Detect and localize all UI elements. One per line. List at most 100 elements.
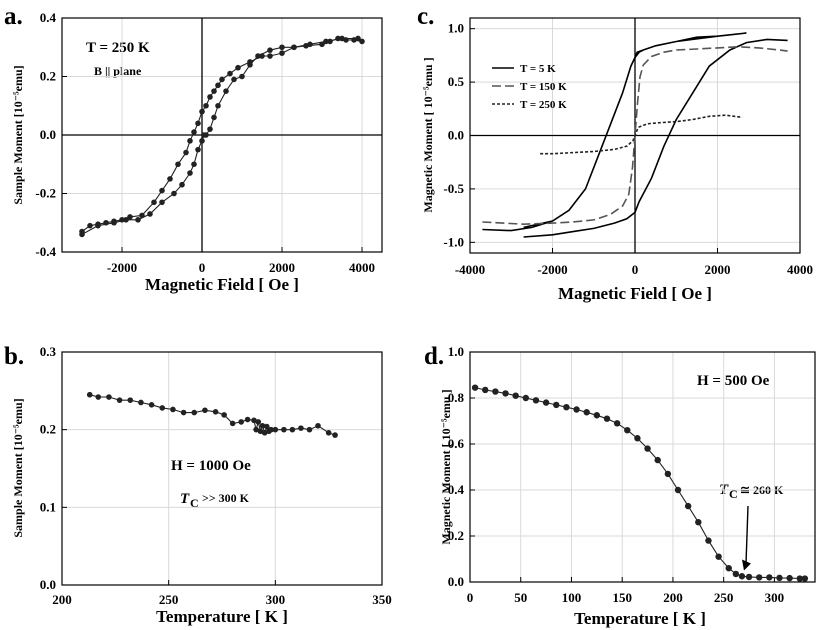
panel-a-field-orientation-annotation: B || plane bbox=[94, 64, 142, 78]
panel-d-plot-frame bbox=[469, 351, 816, 583]
panel-d-series-0-point bbox=[745, 573, 753, 581]
panel-b-x-tick-label: 300 bbox=[266, 592, 286, 607]
panel-d-x-tick-label: 50 bbox=[514, 590, 527, 605]
panel-a-temperature-annotation: T = 250 K bbox=[86, 40, 150, 56]
panel-d-series-0-point bbox=[695, 519, 702, 526]
panel-c-x-tick-label: 2000 bbox=[705, 262, 731, 277]
panel-c-legend-label-0: T = 5 K bbox=[520, 63, 556, 75]
panel-a-series-1-point bbox=[231, 76, 237, 83]
panel-a-series-1-point bbox=[123, 217, 129, 223]
panel-d-label: d. bbox=[424, 343, 444, 370]
panel-a-series-0-point bbox=[199, 108, 205, 115]
panel-c-x-tick-label: -2000 bbox=[537, 262, 567, 277]
panel-b-series-0-point bbox=[106, 394, 112, 400]
panel-b-series-0-point bbox=[127, 397, 134, 403]
panel-d-series-0-point bbox=[613, 420, 621, 427]
panel-d-series-0-point bbox=[674, 486, 682, 494]
panel-a-series-1-point bbox=[195, 146, 201, 153]
panel-a-series-1-point bbox=[291, 44, 297, 51]
panel-d-arrow-shaft bbox=[745, 505, 749, 565]
panel-a-series-1-point bbox=[247, 62, 253, 68]
panel-b-series-0-point bbox=[138, 399, 144, 406]
panel-d-series-0-point bbox=[492, 388, 499, 395]
panel-b-series-0-point bbox=[264, 423, 270, 430]
panel-a-y-tick-label: 0.4 bbox=[40, 10, 57, 25]
panel-d-field-annotation: H = 500 Oe bbox=[697, 373, 770, 389]
panel-d-series-0-point bbox=[603, 415, 611, 422]
panel-a-series-0-point bbox=[219, 76, 225, 83]
panel-d-series-0-point bbox=[786, 574, 793, 582]
panel-c-legend-label-2: T = 250 K bbox=[520, 99, 567, 111]
panel-b-tc-subscript: C bbox=[190, 496, 199, 510]
panel-c-y-tick-label: -1.0 bbox=[443, 234, 464, 249]
panel-a-y-tick-label: -0.2 bbox=[35, 186, 56, 201]
panel-a-series-1-point bbox=[95, 222, 101, 229]
panel-d-x-axis-label: Temperature [ K ] bbox=[574, 609, 706, 628]
panel-d-series-0-point bbox=[664, 470, 672, 478]
panel-d-series-0-point bbox=[593, 412, 601, 419]
panel-a-series-0-point bbox=[187, 138, 193, 144]
panel-a-series-1-point bbox=[111, 219, 117, 226]
panel-d-series-0-point bbox=[755, 574, 763, 581]
panel-d-y-tick-label: 0.8 bbox=[448, 390, 465, 405]
panel-c-y-tick-label: 0.0 bbox=[448, 128, 464, 143]
panel-a-series-0-point bbox=[175, 161, 181, 168]
panel-a-series-0-point bbox=[159, 187, 165, 194]
panel-c-y-tick-label: -0.5 bbox=[443, 181, 464, 196]
panel-d-series-0-point bbox=[482, 386, 489, 394]
panel-b-label: b. bbox=[4, 343, 24, 370]
panel-d-series-0-point bbox=[522, 394, 530, 402]
panel-a-series-1-point bbox=[267, 47, 273, 53]
panel-a-series-1-point bbox=[191, 161, 197, 168]
panel-a-y-tick-label: 0.0 bbox=[40, 127, 56, 142]
panel-a-series-1-point bbox=[211, 114, 217, 121]
panel-b-series-0-point bbox=[229, 420, 236, 427]
panel-b-y-tick-label: 0.3 bbox=[40, 344, 57, 359]
panel-a-series-1-point bbox=[307, 41, 313, 48]
panel-a-series-0-point bbox=[167, 176, 173, 182]
panel-b-series-0-point bbox=[255, 419, 262, 425]
panel-b-series-0-point bbox=[251, 417, 257, 424]
panel-a-x-tick-label: -2000 bbox=[107, 260, 137, 275]
panel-d-series-0-point bbox=[715, 553, 722, 560]
panel-d-y-axis-label: Magnetic Moment [ 10⁻⁵emu ] bbox=[439, 389, 453, 544]
panel-b-series-0-point bbox=[180, 409, 187, 416]
panel-b-series-0-point bbox=[159, 405, 166, 411]
panel-d-arrow-head bbox=[741, 559, 751, 571]
panel-a-x-tick-label: 4000 bbox=[349, 260, 375, 275]
panel-d-series-0-point bbox=[654, 456, 661, 464]
panel-b-series-0-point bbox=[253, 426, 259, 433]
panel-a-series-1-point bbox=[207, 126, 213, 132]
panel-a-series-1-point bbox=[255, 53, 261, 59]
panel-d-series-0-point bbox=[725, 565, 732, 572]
panel-b-series-0-point bbox=[259, 422, 266, 429]
panel-d-y-tick-label: 1.0 bbox=[448, 344, 464, 359]
panel-b-series-0-point bbox=[86, 391, 93, 398]
panel-a-series-0-point bbox=[127, 214, 133, 220]
panel-d-series-0-point bbox=[634, 435, 641, 442]
panel-a-series-0-point bbox=[151, 199, 157, 206]
panel-b-series-0-point bbox=[212, 409, 219, 415]
panel-a-series-1-point bbox=[215, 102, 221, 109]
panel-a-x-tick-label: 2000 bbox=[269, 260, 295, 275]
panel-a-series-0-point bbox=[195, 120, 201, 127]
panel-b-series-0-line bbox=[89, 394, 336, 436]
panel-d-series-0-point bbox=[705, 537, 712, 544]
panel-b-y-tick-label: 0.1 bbox=[40, 499, 56, 514]
panel-a-series-1-point bbox=[147, 211, 153, 217]
panel-d-x-tick-label: 300 bbox=[765, 590, 785, 605]
panel-a-series-1-point bbox=[159, 199, 165, 206]
panel-b-x-tick-label: 350 bbox=[372, 592, 392, 607]
panel-d-x-tick-label: 200 bbox=[663, 590, 683, 605]
panel-c-x-tick-label: 4000 bbox=[787, 262, 813, 277]
panel-b-series-0-point bbox=[238, 419, 244, 425]
panel-b-series-0-point bbox=[257, 428, 264, 435]
panel-b-series-0-point bbox=[221, 412, 227, 418]
panel-b-series-0-point bbox=[261, 429, 268, 436]
panel-b-y-axis-label: Sample Moment [10⁻⁵emu] bbox=[11, 398, 25, 537]
panel-a-series-0-point bbox=[183, 149, 189, 156]
panel-c-legend-label-1: T = 150 K bbox=[520, 81, 567, 93]
